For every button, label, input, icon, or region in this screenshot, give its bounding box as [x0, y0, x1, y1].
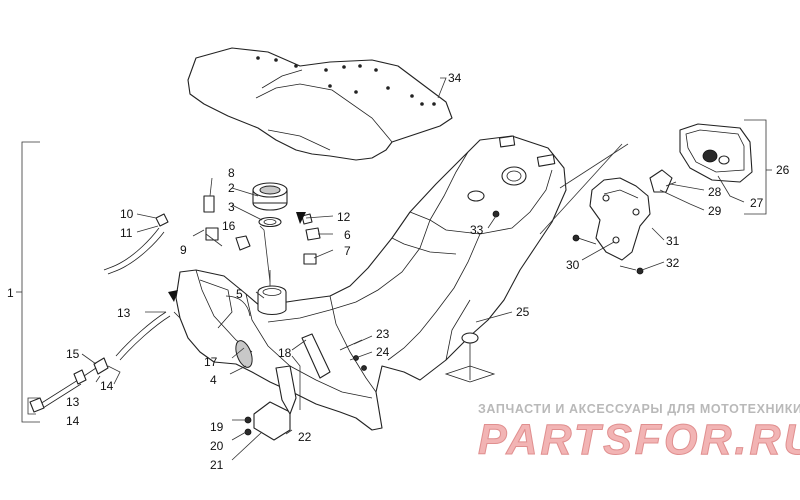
vent-fittings-part [103, 195, 321, 275]
callout-34: 34 [448, 71, 462, 85]
callout-25: 25 [516, 305, 530, 319]
seat-part [187, 47, 453, 161]
callout-32: 32 [666, 256, 680, 270]
gasket-part [258, 216, 282, 228]
callout-29: 29 [708, 204, 722, 218]
bracket-part [572, 177, 651, 275]
callout-20: 20 [210, 439, 224, 453]
mount-bracket-part [173, 210, 500, 441]
watermark-tagline: ЗАПЧАСТИ И АКСЕССУАРЫ ДЛЯ МОТОТЕХНИКИ [478, 402, 800, 416]
marker-triangle-icon [296, 212, 306, 224]
watermark-logo: PARTSFOR.RU [478, 416, 800, 464]
callout-12: 12 [337, 210, 351, 224]
fuel-tank-part [175, 135, 567, 431]
callout-3: 3 [228, 200, 235, 214]
callout-22: 22 [298, 430, 312, 444]
fuel-line-part [29, 311, 171, 413]
callout-21: 21 [210, 458, 224, 472]
callout-6: 6 [344, 228, 351, 242]
callout-8: 8 [228, 166, 235, 180]
callout-15: 15 [66, 347, 80, 361]
callout-11: 11 [120, 226, 133, 240]
callout-23: 23 [376, 327, 390, 341]
callout-16: 16 [222, 219, 236, 233]
callout-5: 5 [236, 287, 243, 301]
filler-neck-part [257, 270, 287, 316]
leader-lines [16, 77, 772, 461]
callout-14b: 14 [66, 414, 80, 428]
callout-26: 26 [776, 163, 790, 177]
callout-1: 1 [7, 286, 14, 300]
watermark: ЗАПЧАСТИ И АКСЕССУАРЫ ДЛЯ МОТОТЕХНИКИ PA… [478, 402, 800, 464]
callout-13a: 13 [117, 306, 131, 320]
callout-18: 18 [278, 346, 292, 360]
marker-triangle-icon [168, 290, 178, 302]
callout-7: 7 [344, 244, 351, 258]
taillight-part [649, 123, 753, 193]
fuel-cap-part [252, 182, 288, 211]
callout-9: 9 [180, 243, 187, 257]
callout-13b: 13 [66, 395, 80, 409]
callout-30: 30 [566, 258, 580, 272]
callout-17: 17 [204, 355, 218, 369]
callout-24: 24 [376, 345, 390, 359]
callout-10: 10 [120, 207, 134, 221]
callout-33: 33 [470, 223, 484, 237]
callout-28: 28 [708, 185, 722, 199]
callout-4: 4 [210, 373, 217, 387]
callout-2: 2 [228, 181, 235, 195]
callout-14a: 14 [100, 379, 114, 393]
callout-31: 31 [666, 234, 680, 248]
callout-27: 27 [750, 196, 764, 210]
callout-19: 19 [210, 420, 224, 434]
callout-numbers: 1 2 3 4 5 6 7 8 9 10 11 12 13 13 14 14 1… [7, 71, 790, 472]
